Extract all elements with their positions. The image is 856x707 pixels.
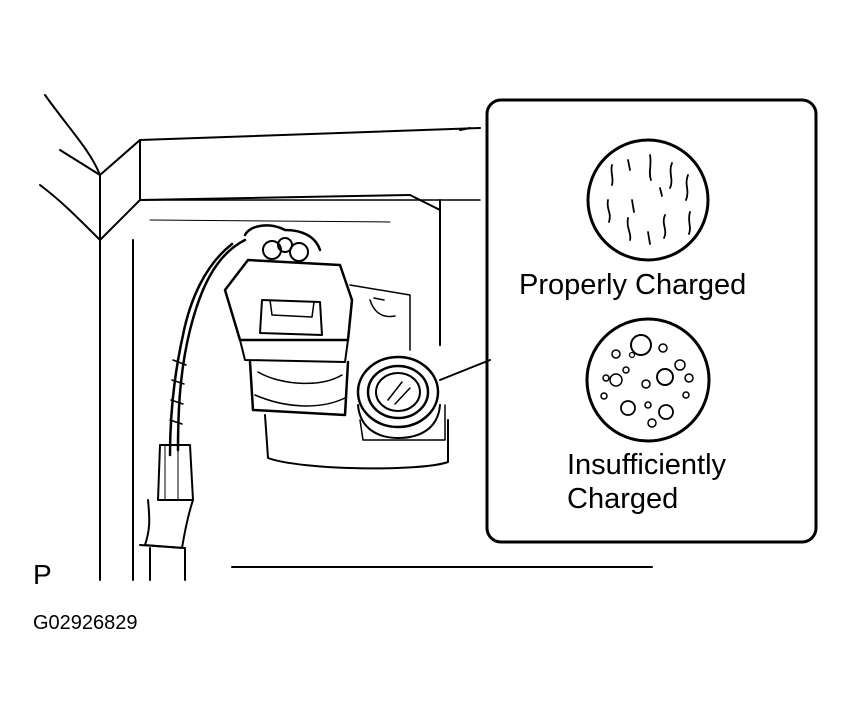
inset-callout-box [485, 98, 818, 544]
engine-bay-panels [39, 94, 653, 581]
figure-code: G02926829 [33, 612, 138, 634]
wire-harness [139, 238, 247, 581]
properly-charged-label: Properly Charged [519, 269, 747, 301]
insufficiently-charged-sight-glass [585, 317, 711, 443]
corner-letter: P [33, 559, 52, 590]
insufficiently-charged-label: Insufficiently Charged [567, 449, 727, 515]
properly-charged-sight-glass [586, 138, 710, 262]
sight-glass [356, 355, 491, 441]
pressure-switch-connector [223, 224, 449, 470]
